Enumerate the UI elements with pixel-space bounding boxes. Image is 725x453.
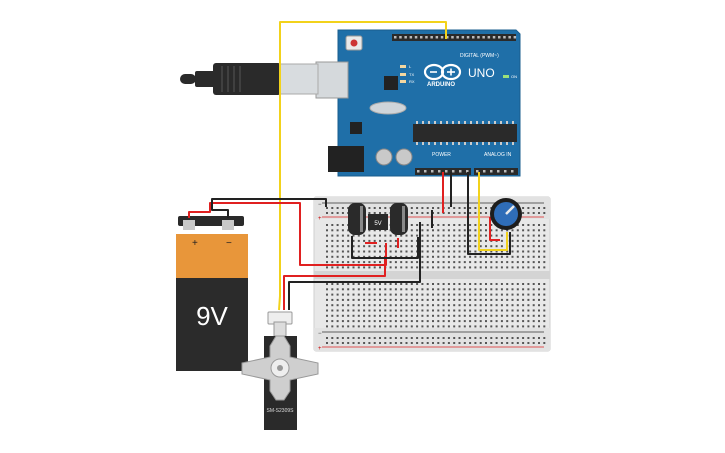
servo-motor[interactable]: SM-S2309S [241, 311, 319, 430]
battery-top [176, 234, 248, 278]
digital-header-label: DIGITAL (PWM~) [460, 53, 499, 59]
digital-pin-holes [394, 36, 517, 39]
rx-led [400, 80, 406, 83]
battery-minus-mark: − [226, 238, 232, 249]
reset-button-cap [350, 39, 358, 47]
breadboard-channel [314, 271, 550, 279]
arduino-brand-text: ARDUINO [427, 82, 455, 88]
board-capacitor [375, 148, 393, 166]
regulator-label: 5V [374, 221, 381, 227]
power-header[interactable] [415, 168, 471, 175]
power-jack[interactable] [328, 146, 364, 172]
battery-9v[interactable]: + − 9V [176, 216, 248, 371]
atmega-chip [413, 124, 517, 142]
wire-servo-red[interactable] [283, 256, 386, 310]
rail-mark: − [318, 331, 322, 337]
voltage-regulator[interactable]: 5V [368, 214, 388, 230]
wire-servo-black[interactable] [288, 222, 421, 310]
arduino-uno-board[interactable]: DIGITAL (PWM~) ARDUINO UNO L TX RX ON [315, 29, 521, 177]
analog-header-label: ANALOG IN [484, 152, 512, 158]
on-led [503, 75, 509, 78]
breadboard-holes [326, 207, 546, 344]
arduino-model-text: UNO [468, 66, 495, 80]
wire-red-pot[interactable] [489, 217, 500, 241]
capacitor-left[interactable] [348, 203, 366, 235]
battery-terminal-negative [222, 220, 234, 230]
wire-battery-black[interactable] [211, 198, 327, 218]
arduino-logo [423, 63, 462, 81]
wires [188, 21, 511, 311]
usb-port[interactable] [315, 61, 349, 99]
wire-battery-red[interactable] [188, 202, 387, 266]
l-led [400, 65, 406, 68]
usb-cable[interactable] [180, 63, 319, 95]
potentiometer-knob-indicator [505, 205, 515, 215]
tx-led [400, 73, 406, 76]
power-header-label: POWER [432, 152, 451, 158]
rail-mark: − [318, 202, 322, 208]
battery-body [176, 278, 248, 371]
rail-mark: + [318, 216, 322, 222]
wire-yellow-analog[interactable] [478, 172, 508, 251]
tx-led-label: TX [409, 72, 414, 77]
rail-mark: + [318, 346, 322, 352]
on-led-label: ON [511, 74, 517, 79]
usb-chip [384, 76, 398, 90]
wire-black-pot[interactable] [467, 172, 511, 255]
battery-plus-mark: + [192, 238, 198, 249]
wire-yellow-signal[interactable] [278, 21, 447, 311]
board-capacitor [395, 148, 413, 166]
servo-label: SM-S2309S [267, 408, 295, 414]
potentiometer[interactable] [490, 198, 522, 230]
battery-terminal-positive [183, 220, 195, 230]
capacitor-right[interactable] [390, 203, 408, 235]
digital-header[interactable] [392, 34, 516, 41]
jumper-black[interactable] [351, 236, 419, 259]
small-chip [350, 122, 362, 134]
rx-led-label: RX [409, 79, 415, 84]
battery-label: 9V [196, 301, 228, 331]
l-led-label: L [409, 64, 412, 69]
crystal-oscillator [369, 101, 407, 115]
analog-header[interactable] [474, 168, 518, 175]
